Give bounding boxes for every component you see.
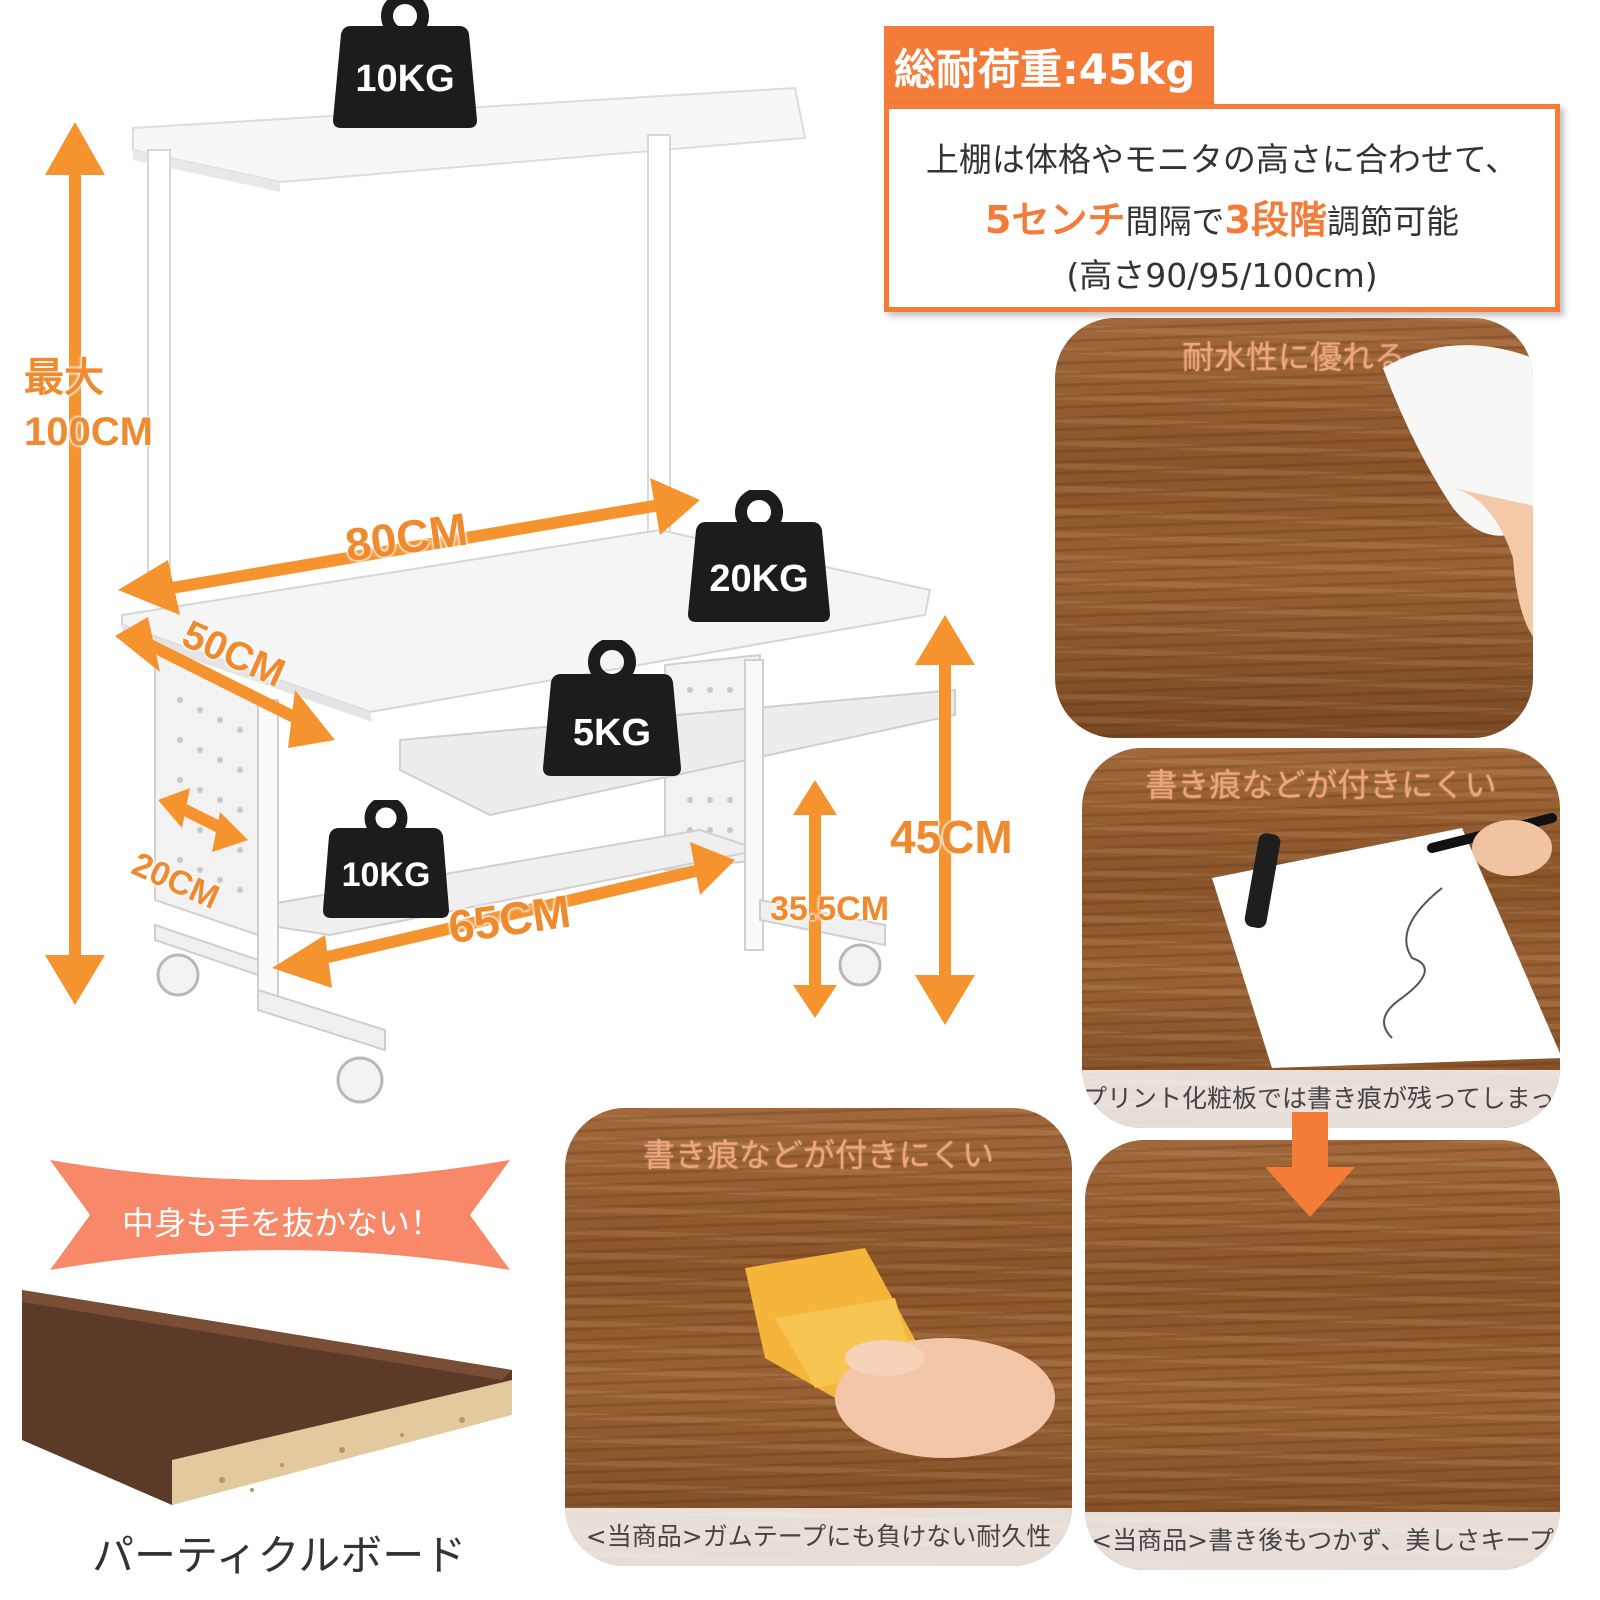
- top-shelf-weight-label: 10KG: [355, 58, 455, 100]
- keyboard-tray-weight-icon: 5KG: [543, 638, 681, 776]
- lower-height-dimension: 35.5CM: [770, 890, 890, 928]
- shelf-note-line3: (高さ90/95/100cm): [1066, 256, 1378, 295]
- scratch-test-panel: 書き痕などが付きにくい プリント化粧板では書き痕が残ってしまった: [1082, 748, 1560, 1128]
- shelf-note-line2: 5センチ間隔で3段階調節可能: [889, 189, 1555, 244]
- shelf-adjust-info: 上棚は体格やモニタの高さに合わせて、 5センチ間隔で3段階調節可能 (高さ90/…: [884, 104, 1560, 312]
- desk-weight-icon: 20KG: [688, 488, 830, 622]
- desk-weight-label: 20KG: [709, 558, 809, 600]
- shelf-note-accent-interval: 5センチ: [985, 198, 1126, 242]
- shelf-note-line1: 上棚は体格やモニタの高さに合わせて、: [925, 140, 1519, 179]
- shelf-note-mid: 間隔で: [1125, 202, 1225, 241]
- paper-pen-icon: [1212, 813, 1560, 1068]
- max-height-value: 100CM: [24, 410, 153, 454]
- top-shelf-weight-icon: 10KG: [333, 0, 477, 128]
- ribbon-text: 中身も手を抜かない！: [121, 1204, 442, 1242]
- clean-caption: <当商品>書き後もつかず、美しさキープ: [1085, 1512, 1560, 1570]
- clean-result-panel: <当商品>書き後もつかず、美しさキープ: [1085, 1140, 1560, 1570]
- max-height-label: 最大: [24, 356, 104, 400]
- tape-caption: <当商品>ガムテープにも負けない耐久性: [565, 1508, 1072, 1566]
- shelf-note-accent-steps: 3段階: [1224, 198, 1327, 242]
- bottom-shelf-weight-label: 10KG: [341, 856, 431, 894]
- tape-test-panel: 書き痕などが付きにくい <当商品>ガムテープにも負けない耐久性: [565, 1108, 1072, 1566]
- particleboard-label: パーティクルボード: [92, 1531, 467, 1580]
- bottom-shelf-weight-icon: 10KG: [323, 796, 449, 918]
- keyboard-tray-weight-label: 5KG: [572, 712, 652, 754]
- shelf-note-end: 調節可能: [1326, 202, 1459, 241]
- ribbon-banner: [50, 1160, 510, 1270]
- desk-height-dimension: 45CM: [890, 811, 1013, 863]
- particleboard-image: [22, 1290, 512, 1505]
- scratch-top-caption: 書き痕などが付きにくい: [1145, 766, 1497, 804]
- tape-hand-icon: [745, 1248, 1055, 1458]
- total-load-banner: 総耐荷重:45kg: [884, 26, 1214, 114]
- cloth-hand-icon: [1383, 345, 1533, 637]
- water-resistant-panel: 耐水性に優れる: [1055, 318, 1533, 738]
- arrow-down-icon: [1265, 1112, 1355, 1217]
- scratch-bottom-caption: 書き痕などが付きにくい: [642, 1136, 995, 1174]
- water-resistant-caption: 耐水性に優れる: [1181, 338, 1406, 376]
